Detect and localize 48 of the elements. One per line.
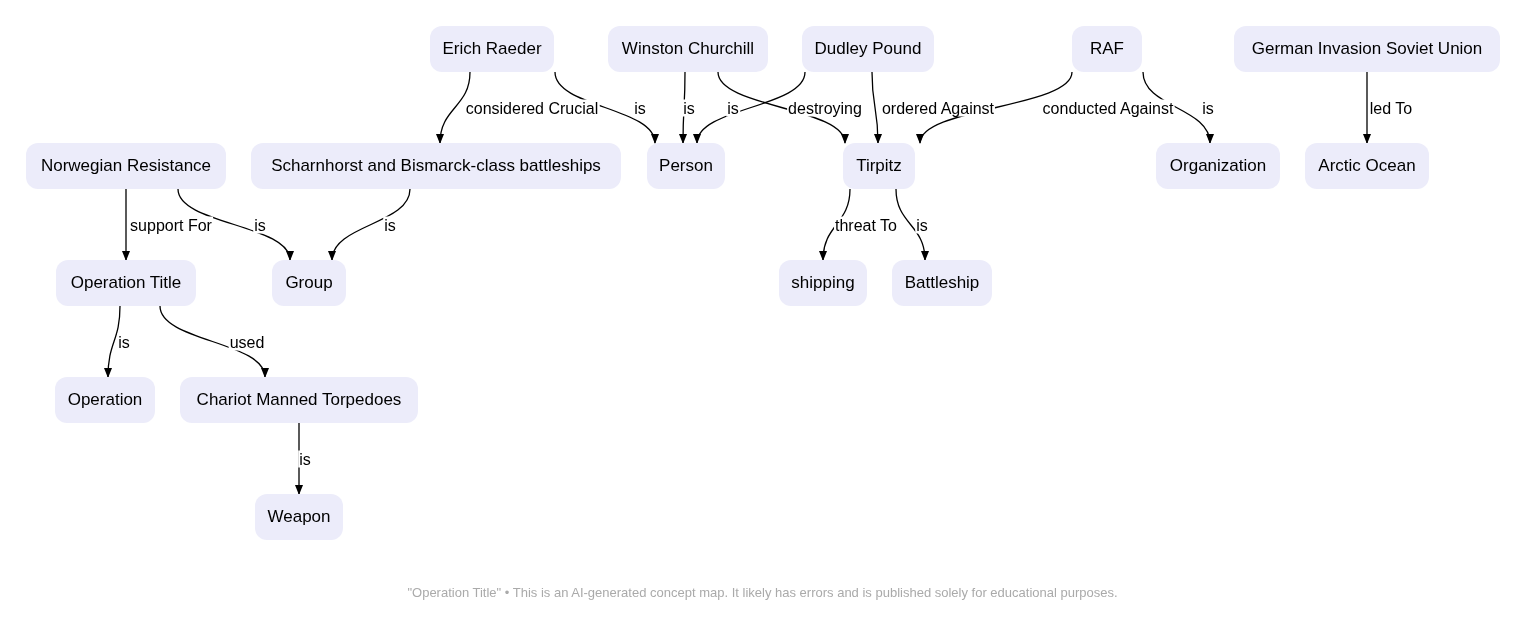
edge-label: is bbox=[117, 333, 131, 351]
edge-label: is bbox=[682, 99, 696, 117]
concept-node: Weapon bbox=[255, 494, 343, 540]
arrow bbox=[177, 188, 292, 261]
edge-label: ordered Against bbox=[880, 99, 996, 117]
concept-node: German Invasion Soviet Union bbox=[1234, 26, 1500, 72]
arrow bbox=[329, 188, 411, 261]
arrow bbox=[436, 71, 471, 144]
concept-node: Chariot Manned Torpedoes bbox=[180, 377, 418, 423]
concept-node: Operation Title bbox=[56, 260, 196, 306]
edge-label: considered Crucial bbox=[464, 99, 600, 117]
edge-label: is bbox=[633, 99, 647, 117]
edge-label: support For bbox=[129, 216, 213, 234]
concept-node: Scharnhorst and Bismarck-class battleships bbox=[251, 143, 621, 189]
concept-node: Person bbox=[647, 143, 725, 189]
edge-label: is bbox=[253, 216, 267, 234]
edge-label: is bbox=[298, 450, 312, 468]
arrow bbox=[1363, 71, 1371, 144]
edge-label: conducted Against bbox=[1041, 99, 1175, 117]
edge-label: led To bbox=[1368, 99, 1414, 117]
arrow bbox=[679, 71, 688, 144]
concept-node: Norwegian Resistance bbox=[26, 143, 226, 189]
edge-label: threat To bbox=[834, 216, 898, 234]
concept-node: Group bbox=[272, 260, 346, 306]
concept-node: shipping bbox=[779, 260, 867, 306]
concept-node: Erich Raeder bbox=[430, 26, 554, 72]
concept-node: Winston Churchill bbox=[608, 26, 768, 72]
edge-label: destroying bbox=[787, 99, 863, 117]
arrow bbox=[122, 188, 130, 261]
concept-node: Arctic Ocean bbox=[1305, 143, 1429, 189]
concept-node: Tirpitz bbox=[843, 143, 915, 189]
arrow bbox=[895, 188, 929, 261]
concept-node: Operation bbox=[55, 377, 155, 423]
edge-label: used bbox=[228, 333, 266, 351]
caption: "Operation Title" • This is an AI-generated concept map. It likely has errors and is published solely for educational purposes. bbox=[406, 585, 1119, 600]
arrow bbox=[104, 305, 121, 378]
concept-node: Dudley Pound bbox=[802, 26, 934, 72]
arrow bbox=[159, 305, 267, 378]
concept-node: Battleship bbox=[892, 260, 992, 306]
concept-node: RAF bbox=[1072, 26, 1142, 72]
edge-label: is bbox=[1201, 99, 1215, 117]
arrow bbox=[871, 71, 882, 144]
edge-label: is bbox=[726, 99, 740, 117]
edge-label: is bbox=[383, 216, 397, 234]
arrow bbox=[295, 422, 303, 495]
concept-node: Organization bbox=[1156, 143, 1280, 189]
edge-label: is bbox=[915, 216, 929, 234]
arrow bbox=[695, 71, 806, 144]
